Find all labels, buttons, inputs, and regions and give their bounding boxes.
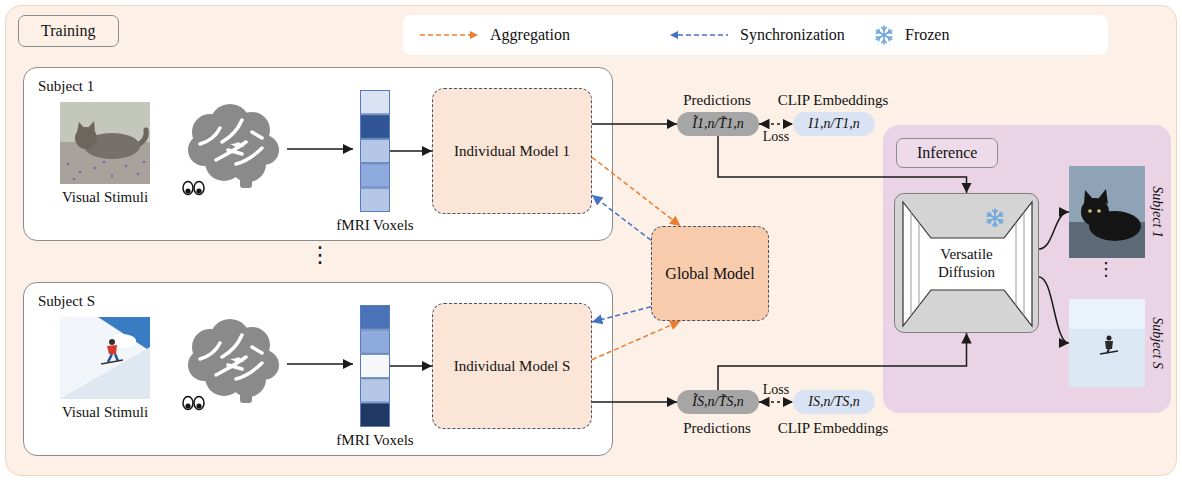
voxel-caption: fMRI Voxels (336, 216, 413, 234)
subject-title: Subject 1 (38, 77, 94, 95)
embedding-pill: IS,n/TS,n (793, 390, 875, 414)
connector (592, 123, 677, 125)
connector (390, 150, 432, 152)
snowflake-icon (987, 209, 1003, 227)
image-caption: Visual Stimuli (62, 403, 148, 421)
diffusion-model: Versatile Diffusion (894, 193, 1039, 333)
model-label: Individual Model S (454, 357, 571, 375)
connector (592, 401, 677, 403)
connector (718, 136, 967, 193)
voxel-caption: fMRI Voxels (336, 431, 413, 449)
embedding-pill: I1,n/T1,n (793, 112, 875, 136)
illustration (1069, 166, 1145, 258)
brain-icon (183, 319, 279, 410)
illustration (60, 102, 150, 184)
legend-label: Aggregation (490, 25, 570, 45)
individual-model: Individual Model S (432, 303, 592, 429)
output-image: Subject S (1069, 299, 1145, 387)
connector (759, 123, 793, 125)
snowflake-icon (876, 26, 892, 44)
prediction-text: Ĩ1,n/T̃1,n (692, 115, 743, 133)
connector (1039, 277, 1069, 343)
edge-label: Loss (763, 128, 789, 146)
connector (592, 157, 681, 226)
panel-title: Inference (896, 138, 998, 168)
subject-title: Subject S (38, 292, 95, 310)
connector (390, 365, 432, 367)
legend-label: Synchronization (740, 25, 845, 45)
illustration (1069, 299, 1145, 387)
model-label: Versatile Diffusion (934, 245, 1000, 281)
prediction-pill: ĨS,n/T̃S,n (677, 390, 759, 414)
prediction-text: ĨS,n/T̃S,n (692, 393, 743, 411)
annotation: Predictions (683, 419, 751, 438)
connector (592, 195, 651, 240)
illustration (360, 305, 390, 427)
model-label: Global Model (665, 265, 754, 283)
flow-arrow (287, 363, 353, 365)
stimulus-image: Visual Stimuli (60, 102, 150, 184)
annotation: CLIP Embeddings (778, 91, 889, 110)
subject-panel: Visual Stimuli fMRI Voxels Individual Mode… (23, 282, 613, 456)
global-model: Global Model (651, 226, 769, 321)
legend-sample (873, 25, 895, 45)
panel-title: Training (18, 15, 119, 47)
connector (759, 401, 793, 403)
legend-sample (418, 25, 480, 45)
training-panel: Visual StimulifMRI VoxelsIndividual Mode… (5, 5, 1177, 476)
voxel-column: fMRI Voxels (360, 305, 390, 427)
illustration (360, 90, 390, 212)
connector (592, 321, 681, 360)
annotation: CLIP Embeddings (778, 419, 889, 438)
legend-label: Frozen (905, 25, 949, 45)
legend-box: Aggregation Synchronization Frozen (403, 15, 1108, 55)
output-caption: Subject 1 (1148, 186, 1166, 238)
annotation: ⋮ (1097, 258, 1115, 280)
output-caption: Subject S (1148, 317, 1166, 369)
subject-panel: Visual Stimuli fMRI Voxels Individual Mode… (23, 67, 613, 241)
brain-icon (183, 104, 279, 195)
prediction-pill: Ĩ1,n/T̃1,n (677, 112, 759, 136)
model-label: Individual Model 1 (454, 142, 570, 160)
stimulus-image: Visual Stimuli (60, 317, 150, 399)
voxel-column: fMRI Voxels (360, 90, 390, 212)
connector (592, 307, 651, 322)
annotation: Predictions (683, 91, 751, 110)
flow-arrow (287, 148, 353, 150)
legend-sample (668, 25, 730, 45)
connector (718, 333, 967, 390)
embedding-text: IS,n/TS,n (808, 393, 859, 411)
connector (1039, 212, 1069, 249)
inference-panel: Versatile Diffusion Subject 1 Subject S Inf… (883, 125, 1171, 413)
individual-model: Individual Model 1 (432, 88, 592, 214)
embedding-text: I1,n/T1,n (808, 115, 859, 133)
output-image: Subject 1 (1069, 166, 1145, 258)
annotation: ⋮ (309, 242, 331, 268)
illustration (60, 317, 150, 399)
edge-label: Loss (763, 381, 789, 399)
image-caption: Visual Stimuli (62, 188, 148, 206)
